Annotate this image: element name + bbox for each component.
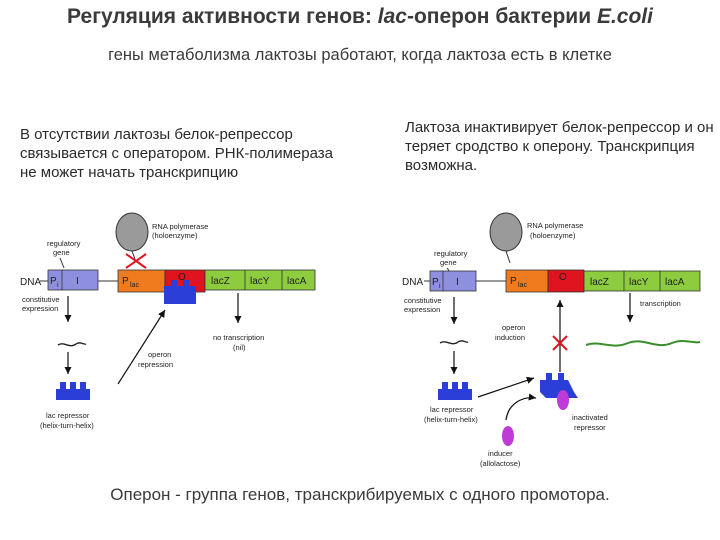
right-free-repressor — [438, 382, 472, 400]
left-description: В отсутствии лактозы белок-репрессор свя… — [20, 126, 333, 181]
right-lacz-label: lacZ — [590, 277, 609, 288]
right-blocked-x-icon — [552, 335, 568, 351]
left-structural-genes-box — [204, 269, 316, 291]
right-inactivated-sublabel: repressor — [574, 423, 606, 432]
left-pi-sub: i — [57, 282, 59, 289]
left-constitutive-label: constitutive — [22, 295, 60, 304]
right-mrna — [585, 340, 701, 347]
left-reg-gene-label: regulatory — [47, 239, 81, 248]
left-rna-pol-label: RNA polymerase — [152, 222, 208, 231]
right-rna-polymerase: RNA polymerase (holoenzyme) — [489, 212, 583, 264]
left-operator-label: O — [178, 272, 186, 283]
right-constitutive-label: constitutive — [404, 296, 442, 305]
right-pi-sub: i — [439, 283, 441, 290]
right-dna-label: DNA — [402, 277, 423, 288]
right-structural-genes-box — [583, 270, 701, 292]
right-plac-label: P — [510, 276, 517, 287]
left-plac-sub: lac — [130, 282, 139, 289]
left-lac-repressor-label: lac repressor — [46, 411, 90, 420]
left-operon-repression-sublabel: repression — [138, 360, 173, 369]
right-transcription-label: transcription — [640, 299, 681, 308]
left-diagram-repressed: RNA polymerase (holoenzyme) regulatory g… — [20, 212, 316, 430]
left-reg-gene-sublabel: gene — [53, 248, 70, 257]
left-free-repressor — [56, 382, 90, 400]
left-no-transcription-sublabel: (nil) — [233, 343, 246, 352]
page-title: Регуляция активности генов: lac-оперон б… — [67, 5, 653, 28]
left-no-transcription-label: no transcription — [213, 333, 264, 342]
left-lacy-label: lacY — [250, 276, 270, 287]
right-constitutive-sublabel: expression — [404, 305, 440, 314]
footer-note: Оперон - группа генов, транскрибируемых … — [110, 485, 610, 504]
left-rna-pol-sublabel: (holoenzyme) — [152, 231, 198, 240]
right-plac-sub: lac — [518, 282, 527, 289]
right-inducer-sublabel: (allolactose) — [480, 459, 521, 468]
left-bound-repressor — [164, 280, 196, 304]
left-constitutive-sublabel: expression — [22, 304, 58, 313]
right-inactivated-label: inactivated — [572, 413, 608, 422]
right-lac-repressor-sublabel: (helix-turn-helix) — [424, 415, 478, 424]
right-inducer-label: inducer — [488, 449, 513, 458]
left-blocked-x-icon — [125, 253, 147, 269]
left-dna-label: DNA — [20, 277, 41, 288]
left-lacz-label: lacZ — [211, 276, 230, 287]
right-reg-gene-sublabel: gene — [440, 258, 457, 267]
right-pi-label: P — [432, 277, 439, 288]
left-rna-polymerase: RNA polymerase (holoenzyme) — [115, 212, 208, 263]
left-operon-repression-label: operon — [148, 350, 171, 359]
left-i-gene-box — [47, 269, 99, 291]
right-rna-pol-sublabel: (holoenzyme) — [530, 231, 576, 240]
right-i-gene-box — [429, 270, 477, 292]
left-pi-label: P — [50, 276, 57, 287]
page-subtitle: гены метаболизма лактозы работают, когда… — [108, 46, 612, 64]
right-bound-inducer — [557, 390, 569, 410]
right-inactivated-repressor — [540, 373, 578, 398]
right-i-label: I — [456, 277, 459, 288]
left-laca-label: lacA — [287, 276, 307, 287]
left-i-label: I — [76, 276, 79, 287]
right-rna-pol-label: RNA polymerase — [527, 221, 583, 230]
right-operator-label: O — [559, 272, 567, 283]
right-description: Лактоза инактивирует белок-репрессор и о… — [405, 119, 714, 174]
left-plac-label: P — [122, 276, 129, 287]
right-operon-induction-sublabel: induction — [495, 333, 525, 342]
right-lacy-label: lacY — [629, 277, 649, 288]
right-diagram-induced: RNA polymerase (holoenzyme) regulatory g… — [402, 212, 701, 468]
right-lac-repressor-label: lac repressor — [430, 405, 474, 414]
right-operon-induction-label: operon — [502, 323, 525, 332]
right-laca-label: lacA — [665, 277, 685, 288]
right-free-inducer — [502, 426, 514, 446]
right-reg-gene-label: regulatory — [434, 249, 468, 258]
left-lac-repressor-sublabel: (helix-turn-helix) — [40, 421, 94, 430]
